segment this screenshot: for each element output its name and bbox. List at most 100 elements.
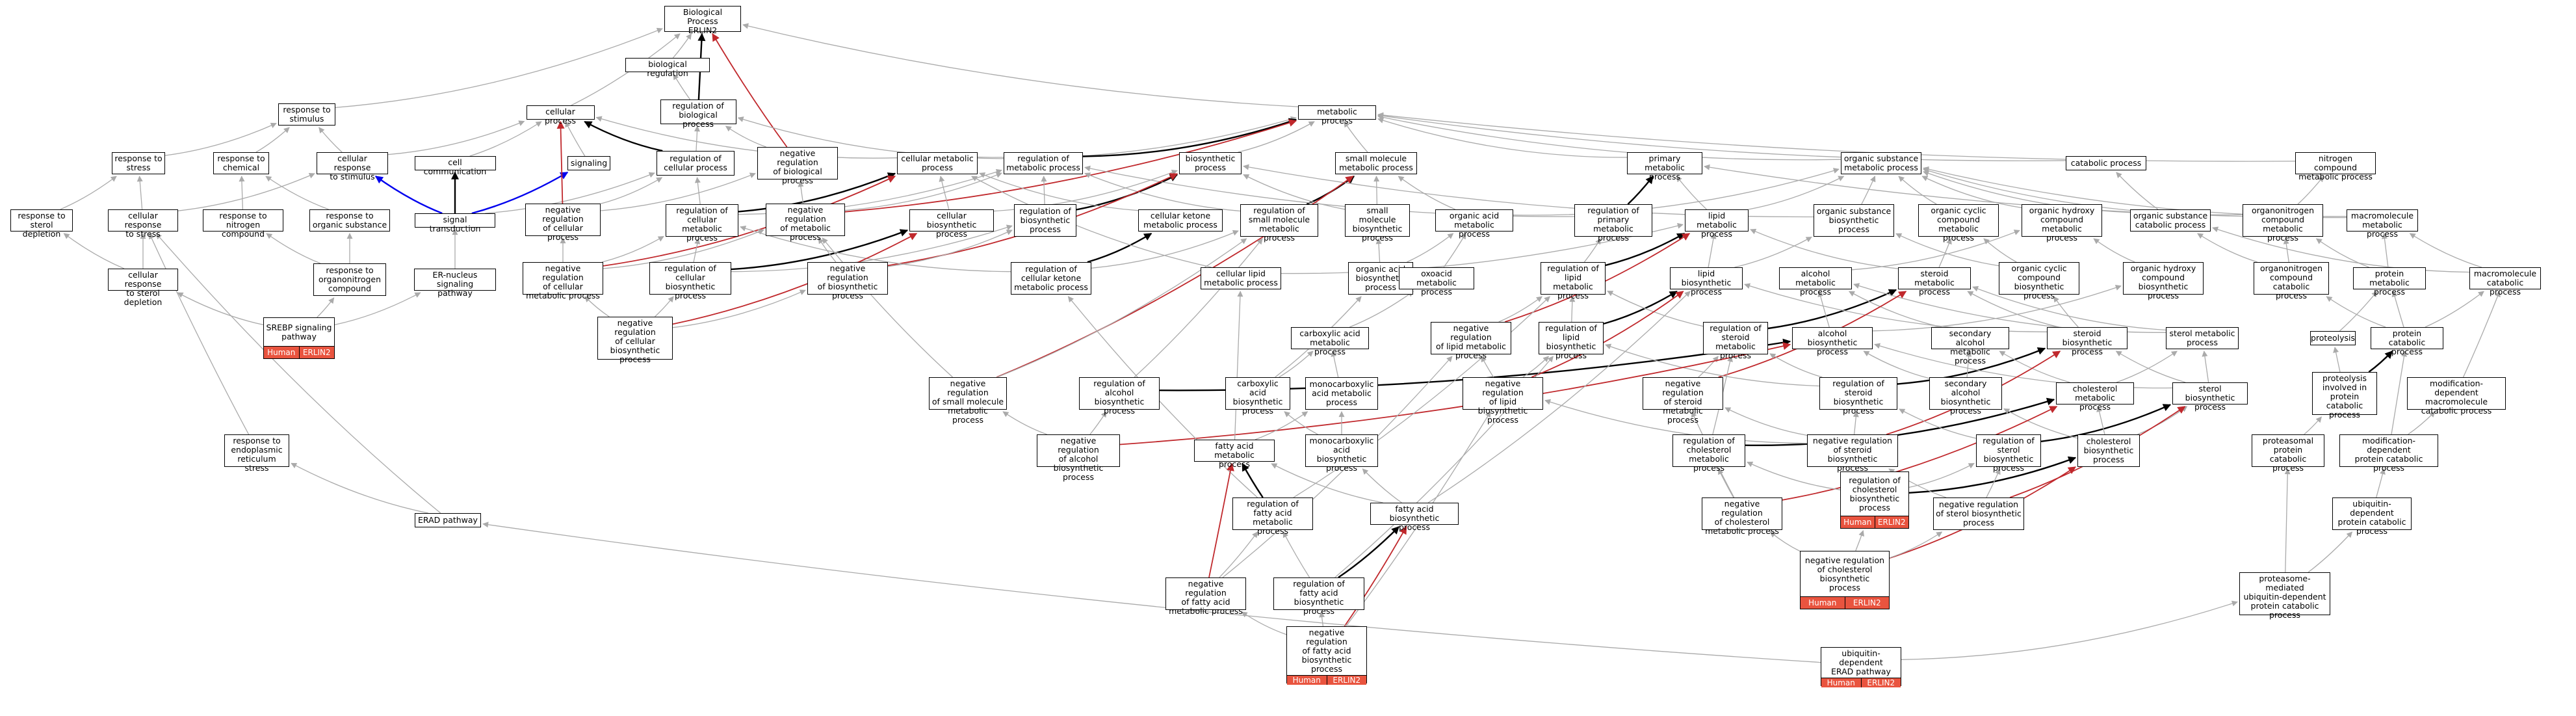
go-term-erad[interactable]: ERAD pathway	[415, 513, 481, 527]
go-term-signaling[interactable]: signaling	[567, 156, 610, 170]
go-term-bio-reg[interactable]: biological regulation	[625, 58, 710, 78]
go-term-cell-comm[interactable]: cell communication	[414, 156, 496, 176]
go-term-met-proc[interactable]: metabolic process	[1298, 105, 1376, 126]
go-term-cell-proc[interactable]: cellular process	[526, 105, 595, 126]
go-term-proteolysis[interactable]: proteolysis	[2310, 331, 2356, 345]
go-term-catabolic[interactable]: catabolic process	[2066, 156, 2146, 170]
